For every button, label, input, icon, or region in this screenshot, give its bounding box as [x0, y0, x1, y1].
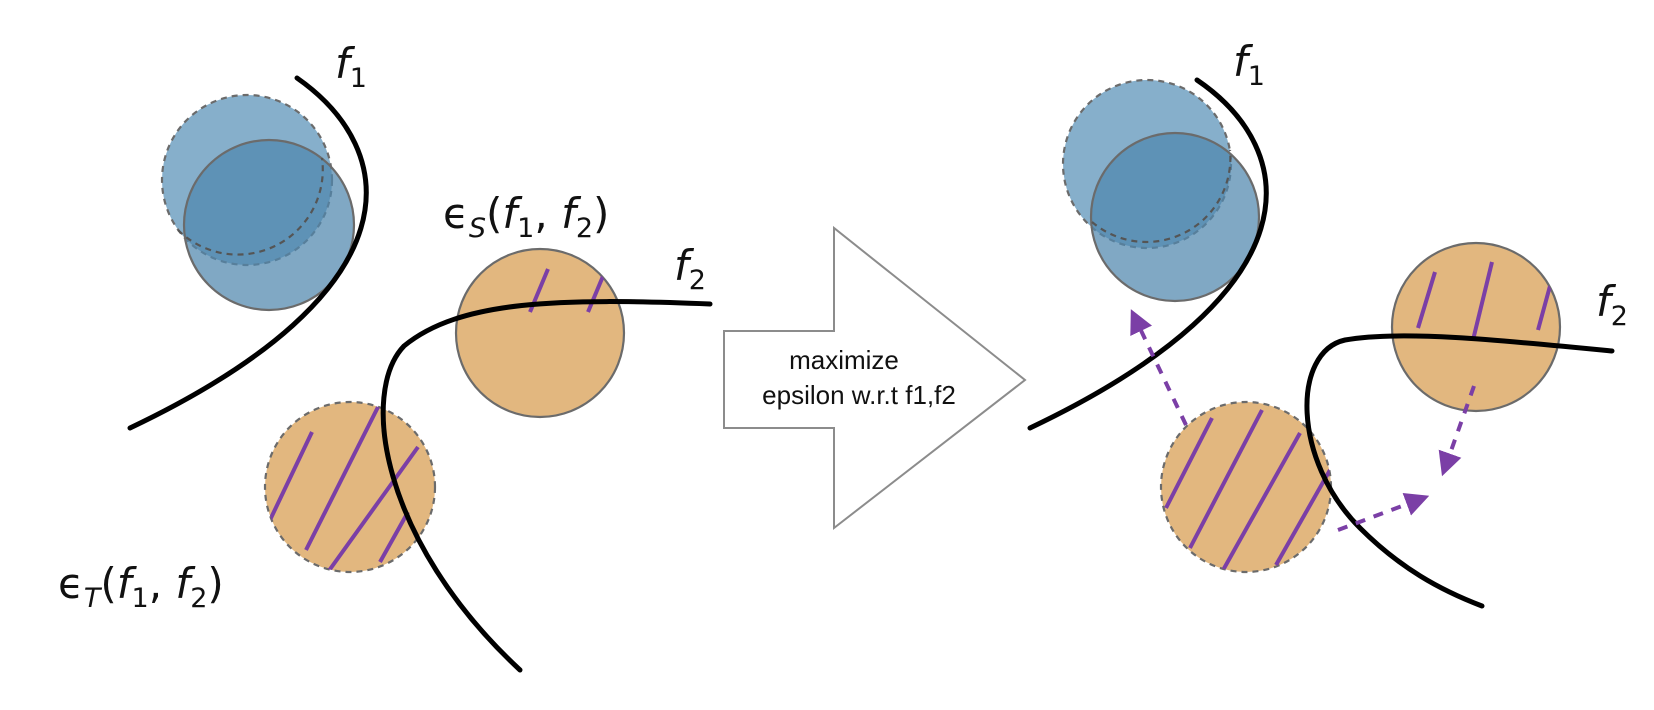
eps-s-label: ϵS(f1, f2) — [443, 189, 609, 244]
left-panel: f1 f2 ϵS(f1, f2) ϵT(f1, f2) — [58, 39, 713, 673]
f1-label-left: f1 — [335, 39, 367, 94]
center-block-arrow: maximize epsilon w.r.t f1,f2 — [723, 225, 1027, 531]
f2-label-right: f2 — [1596, 277, 1628, 332]
shift-arrow-up — [1130, 309, 1188, 426]
f2-boundary-curve — [1304, 333, 1615, 609]
f2-boundary-curve — [380, 299, 713, 673]
eps-t-label: ϵT(f1, f2) — [58, 559, 224, 614]
source-overlap-dashed-outline — [1091, 149, 1232, 244]
f2-label-left: f2 — [674, 241, 706, 296]
target-hatch-lines — [268, 406, 420, 572]
source-disagreement-circle — [454, 247, 626, 419]
source-domain-circle-solid — [1089, 131, 1261, 303]
source-domain-circle-solid — [182, 138, 356, 312]
source-overlap-dashed-outline — [177, 157, 324, 256]
f1-boundary-curve — [127, 75, 369, 431]
arrow-label-line2: epsilon w.r.t f1,f2 — [762, 380, 956, 410]
target-hatch-lines — [1164, 409, 1331, 572]
f1-label-right: f1 — [1233, 37, 1265, 92]
shift-arrow-down — [1438, 385, 1476, 477]
f1-boundary-curve — [1027, 77, 1269, 431]
arrow-label-line1: maximize — [789, 345, 899, 375]
target-disagreement-circle — [1159, 400, 1333, 574]
block-arrow-shape — [723, 225, 1027, 531]
right-panel: f1 f2 — [1027, 37, 1628, 609]
target-disagreement-circle — [263, 400, 437, 574]
shift-arrow-right — [1337, 492, 1430, 532]
source-hatch-lines — [1416, 261, 1552, 341]
